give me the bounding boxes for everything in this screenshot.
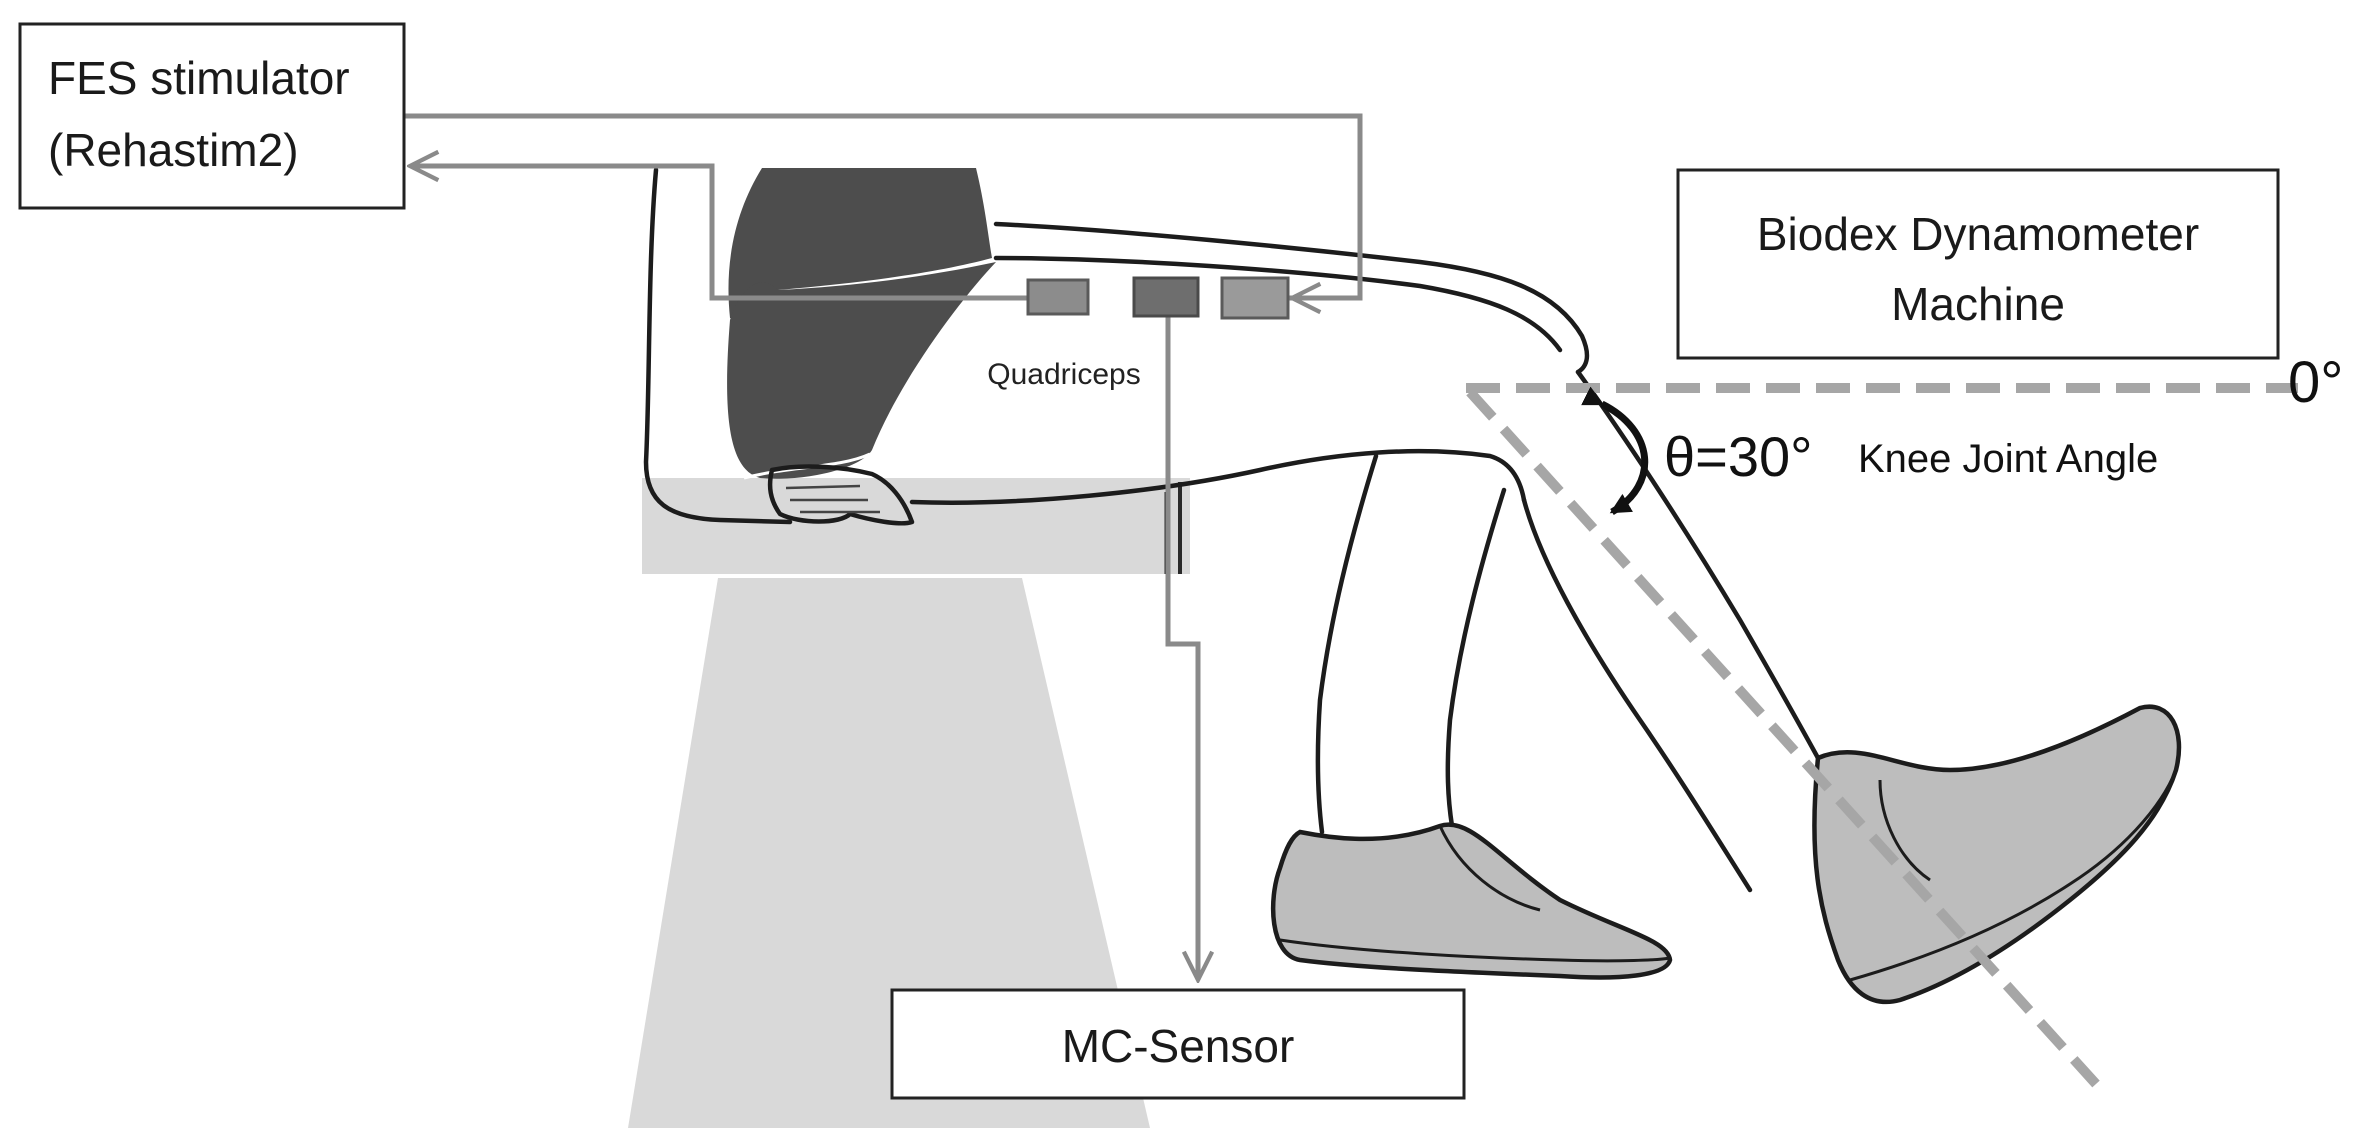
electrodes (1026, 276, 1290, 320)
angle-reference (1466, 383, 2298, 1088)
theta-label: θ=30° (1664, 425, 1813, 488)
biodex-frame (1676, 168, 2280, 360)
fes-stimulator-label-line1: FES stimulator (48, 52, 350, 104)
mc-sensor-frame (890, 988, 1466, 1100)
angled-reference-line (1466, 388, 2100, 1088)
quadriceps-label: Quadriceps (987, 358, 1140, 391)
angle-arc-arrow (1581, 386, 1649, 516)
fes-stimulator-box: FES stimulator (Rehastim2) (18, 22, 406, 210)
mc-sensor-box: MC-Sensor (890, 988, 1466, 1100)
thigh-upper-outline (993, 221, 1590, 375)
shoe-bent-lace (1438, 825, 1541, 912)
wire-mc-sensor (1165, 300, 1198, 980)
hand-fingers (785, 484, 880, 514)
shoe-extended-sole (1849, 769, 2178, 982)
fes-stimulator-label-line2: (Rehastim2) (48, 124, 299, 176)
shoe-extended-lace (1878, 779, 1931, 882)
wire-fes-input (410, 166, 1030, 301)
biodex-label-line2: Machine (1891, 278, 2065, 330)
mc-sensor-label: MC-Sensor (1062, 1020, 1295, 1072)
shorts-lower (727, 262, 996, 479)
shoe-bent (1270, 822, 1673, 980)
hand (767, 464, 915, 526)
biodex-box: Biodex Dynamometer Machine (1676, 168, 2280, 360)
person-illustration (643, 167, 2182, 1005)
thigh-lower-outline (909, 448, 1527, 505)
zero-degree-label: 0° (2288, 350, 2343, 415)
shoe-extended (1812, 704, 2182, 1005)
shoe-bent-sole (1279, 938, 1671, 963)
back-outline (643, 167, 793, 525)
signal-wires (404, 113, 1363, 980)
shin-back-extended (1521, 497, 1753, 893)
electrode-left (1026, 278, 1090, 316)
fes-stimulator-frame (18, 22, 406, 210)
shin-back-bent (1445, 487, 1507, 829)
electrode-center (1132, 276, 1200, 318)
shorts (728, 168, 992, 319)
electrode-right (1220, 276, 1290, 320)
shin-front-bent (1315, 453, 1379, 835)
knee-joint-angle-label: Knee Joint Angle (1858, 437, 2158, 481)
thigh-upper-inner (993, 255, 1563, 353)
biodex-label-line1: Biodex Dynamometer (1757, 208, 2199, 260)
